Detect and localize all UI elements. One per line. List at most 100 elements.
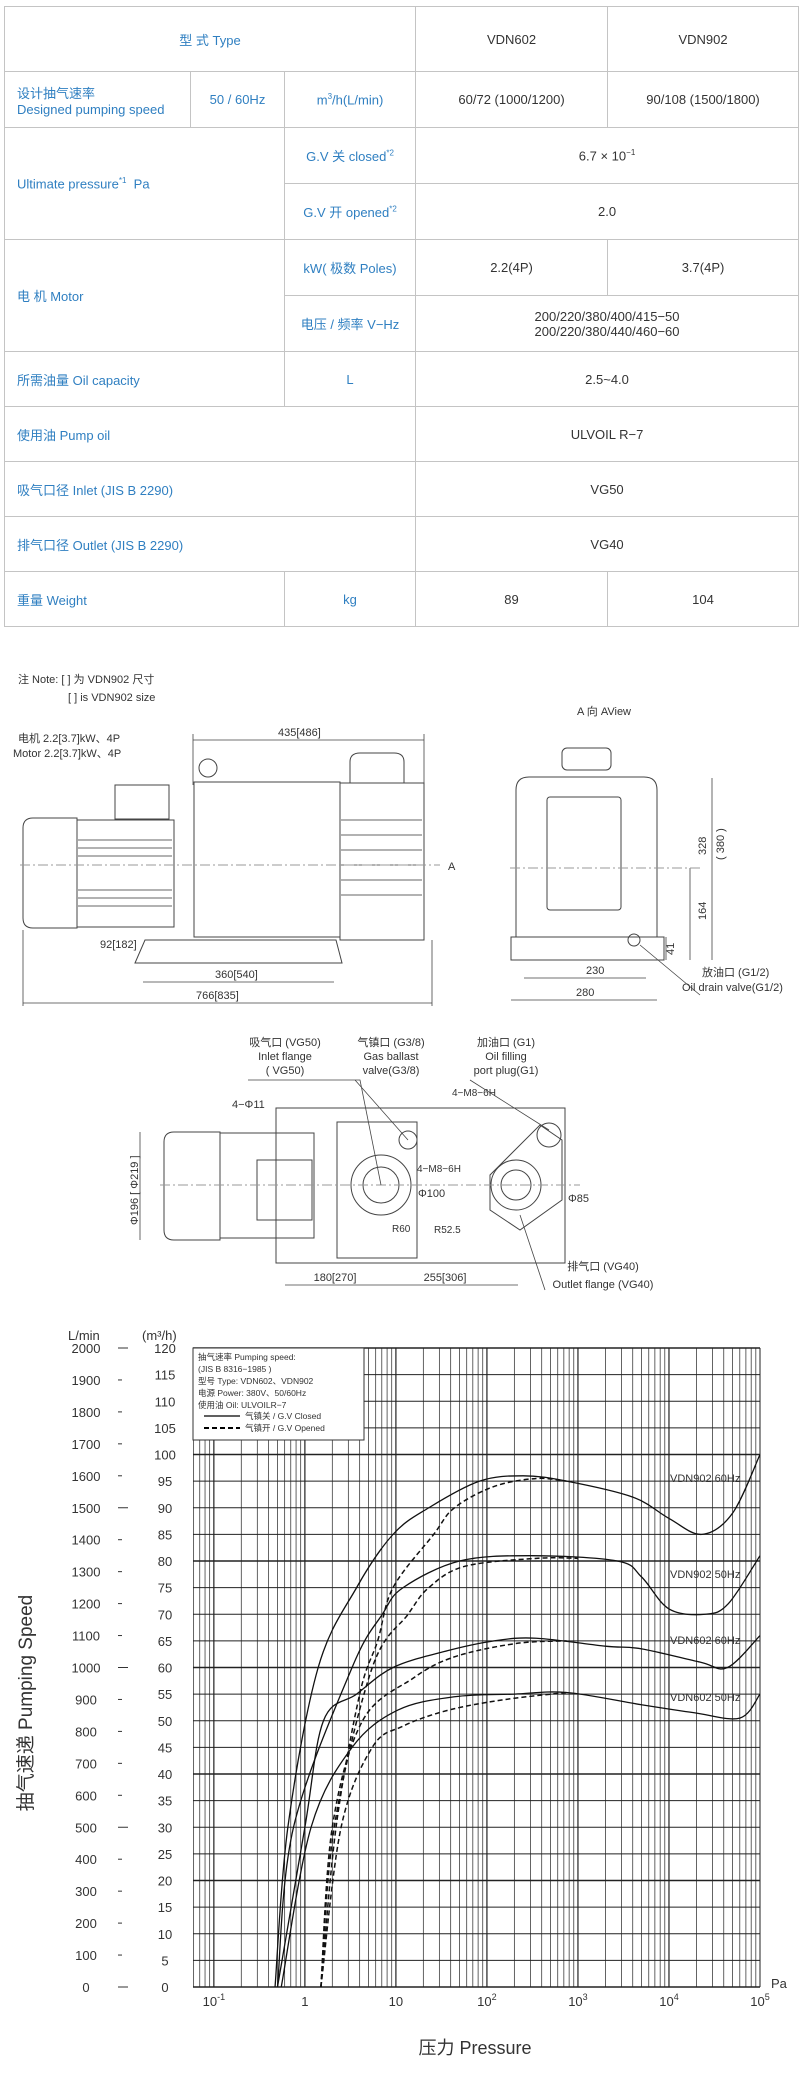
series-label-902-50: VDN902 50Hz [670,1569,740,1581]
view-arrow-a: A [448,861,456,873]
table-row-inlet: 吸气口径 Inlet (JIS B 2290) VG50 [3,461,800,517]
fill-label-cn: 加油口 (G1) [477,1035,535,1049]
gv-closed-value: 6.7 × 10−1 [415,127,800,184]
gv-closed-label: G.V 关 closed*2 [283,127,417,184]
y-tick-label-m3h: 25 [158,1847,172,1862]
x-tick-exponent: 5 [765,1992,770,2002]
pump-oil-label: 使用油 Pump oil [3,406,417,462]
oil-capacity-label: 所需油量 Oil capacity [4,351,285,407]
inlet-label-en1: Inlet flange [258,1051,312,1063]
dimension-drawings: 注 Note: [ ] 为 VDN902 尺寸 [ ] is VDN902 si… [13,672,783,1291]
note-line-1: 注 Note: [ ] 为 VDN902 尺寸 [18,672,154,686]
y-tick-label-m3h: 35 [158,1794,172,1809]
legend-line: 型号 Type: VDN602、VDN902 [198,1376,314,1386]
y-axis-title: 抽气速递 Pumping Speed [15,1595,37,1812]
motor-label-en: Motor 2.2[3.7]kW、4P [13,748,121,760]
dim-255: 255[306] [424,1272,467,1284]
motor-label-cn: 电机 2.2[3.7]kW、4P [18,731,120,745]
top-motor-fan-cover [163,1131,221,1241]
y-tick-label-m3h: 95 [158,1474,172,1489]
phi85-label: Φ85 [568,1193,589,1205]
y-tick-label-lmin: 800 [75,1724,97,1739]
pumping-speed-freq: 50 / 60Hz [190,71,285,128]
top-view [139,1079,580,1291]
unit-sup: 3 [327,91,333,101]
oil-cap [349,752,405,783]
r525-label: R52.5 [434,1225,461,1236]
table-row-ultimate-opened: G.V 开 opened*2 2.0 [5,183,800,240]
gv-closed-text: G.V 关 closed [306,149,387,164]
table-row-motor-kw: 电 机 Motor kW( 极数 Poles) 2.2(4P) 3.7(4P) [4,239,800,352]
motor-kw-vdn902: 3.7(4P) [607,239,800,296]
motor-body [76,819,175,928]
x-tick-label: 102 [477,1992,496,2009]
oil-capacity-unit: L [283,351,417,407]
y-tick-label-m3h: 65 [158,1634,172,1649]
y-tick-label-m3h: 85 [158,1527,172,1542]
y-tick-label-lmin: 700 [75,1756,97,1771]
voltage-label: 电压 / 频率 V−Hz [283,295,417,352]
table-row-weight: 重量 Weight kg 89 104 [4,571,800,627]
y-tick-label-lmin: 1200 [72,1597,101,1612]
legend-line: 使用油 Oil: ULVOILR−7 [198,1400,287,1410]
inlet-flange-circle [350,1154,412,1216]
outlet-value: VG40 [415,516,800,572]
outlet-label: 排气口径 Outlet (JIS B 2290) [3,516,417,572]
legend-opened-label: 气镇开 / G.V Opened [245,1423,325,1433]
gv-opened-sup: *2 [389,204,397,214]
y-tick-label-lmin: 1400 [72,1533,101,1548]
ballast-label-en1: Gas ballast [363,1051,418,1063]
y-tick-label-lmin: 1800 [72,1405,101,1420]
dim-180: 180[270] [314,1272,357,1284]
weight-vdn602: 89 [415,571,609,627]
y-tick-label-lmin: 1500 [72,1501,101,1516]
dim-766: 766[835] [196,990,239,1002]
legend-line: (JIS B 8316−1985 ) [198,1364,272,1374]
y-tick-label-m3h: 40 [158,1767,172,1782]
series-line-vdn602-50hz-closed [280,1691,761,1988]
y-tick-label-m3h: 45 [158,1740,172,1755]
value-exp: −1 [626,147,636,157]
y-tick-label-m3h: 0 [161,1980,168,1995]
dim-92: 92[182] [100,939,137,951]
y-tick-label-lmin: 1600 [72,1469,101,1484]
y-tick-label-lmin: 1300 [72,1565,101,1580]
y-unit-lmin: L/min [68,1328,100,1343]
ballast-label-cn: 气镇口 (G3/8) [357,1035,424,1049]
m8-top-label: 4−M8−6H [452,1088,496,1099]
pumping-speed-label-en: Designed pumping speed [17,101,165,117]
dim-435: 435[486] [278,727,321,739]
unit-part: m [316,92,328,108]
pump-oil-value: ULVOIL R−7 [415,406,800,462]
series-line-vdn602-50hz-opened [320,1691,567,1988]
y-tick-label-m3h: 80 [158,1554,172,1569]
dim-360: 360[540] [215,969,258,981]
dim-41: 41 [665,943,677,955]
chart-grid [193,1347,761,1988]
oil-capacity-value: 2.5~4.0 [415,351,800,407]
x-tick-label: 104 [659,1992,678,2009]
ultimate-pressure-label: Ultimate pressure*1 Pa [4,127,285,240]
series-line-vdn902-50hz-opened [320,1557,578,1988]
table-row-ultimate-closed: Ultimate pressure*1 Pa G.V 关 closed*2 6.… [4,127,800,240]
x-tick-label: 1 [301,1994,308,2009]
y-tick-label-m3h: 30 [158,1820,172,1835]
dim-380: ( 380 ) [715,828,727,860]
series-label-602-60: VDN602 60Hz [670,1635,740,1647]
oil-filling-plug [536,1122,562,1148]
legend: 抽气速率 Pumping speed: (JIS B 8316−1985 ) 型… [198,1352,325,1433]
phi11-label: 4−Φ11 [232,1099,265,1111]
table-row-type: 型 式 Type VDN602 VDN902 [3,6,800,72]
table-row-outlet: 排气口径 Outlet (JIS B 2290) VG40 [3,516,800,572]
value-base: 6.7 × 10 [578,148,627,164]
gv-opened-value: 2.0 [415,183,800,240]
motor-fins [78,839,172,907]
legend-line: 抽气速率 Pumping speed: [198,1352,296,1362]
lifting-eye [198,758,218,778]
y-tick-label-lmin: 1700 [72,1437,101,1452]
pump-cylinder [339,782,425,941]
series-line-vdn902-50hz-closed [276,1555,761,1988]
pump-body-block [193,781,341,938]
